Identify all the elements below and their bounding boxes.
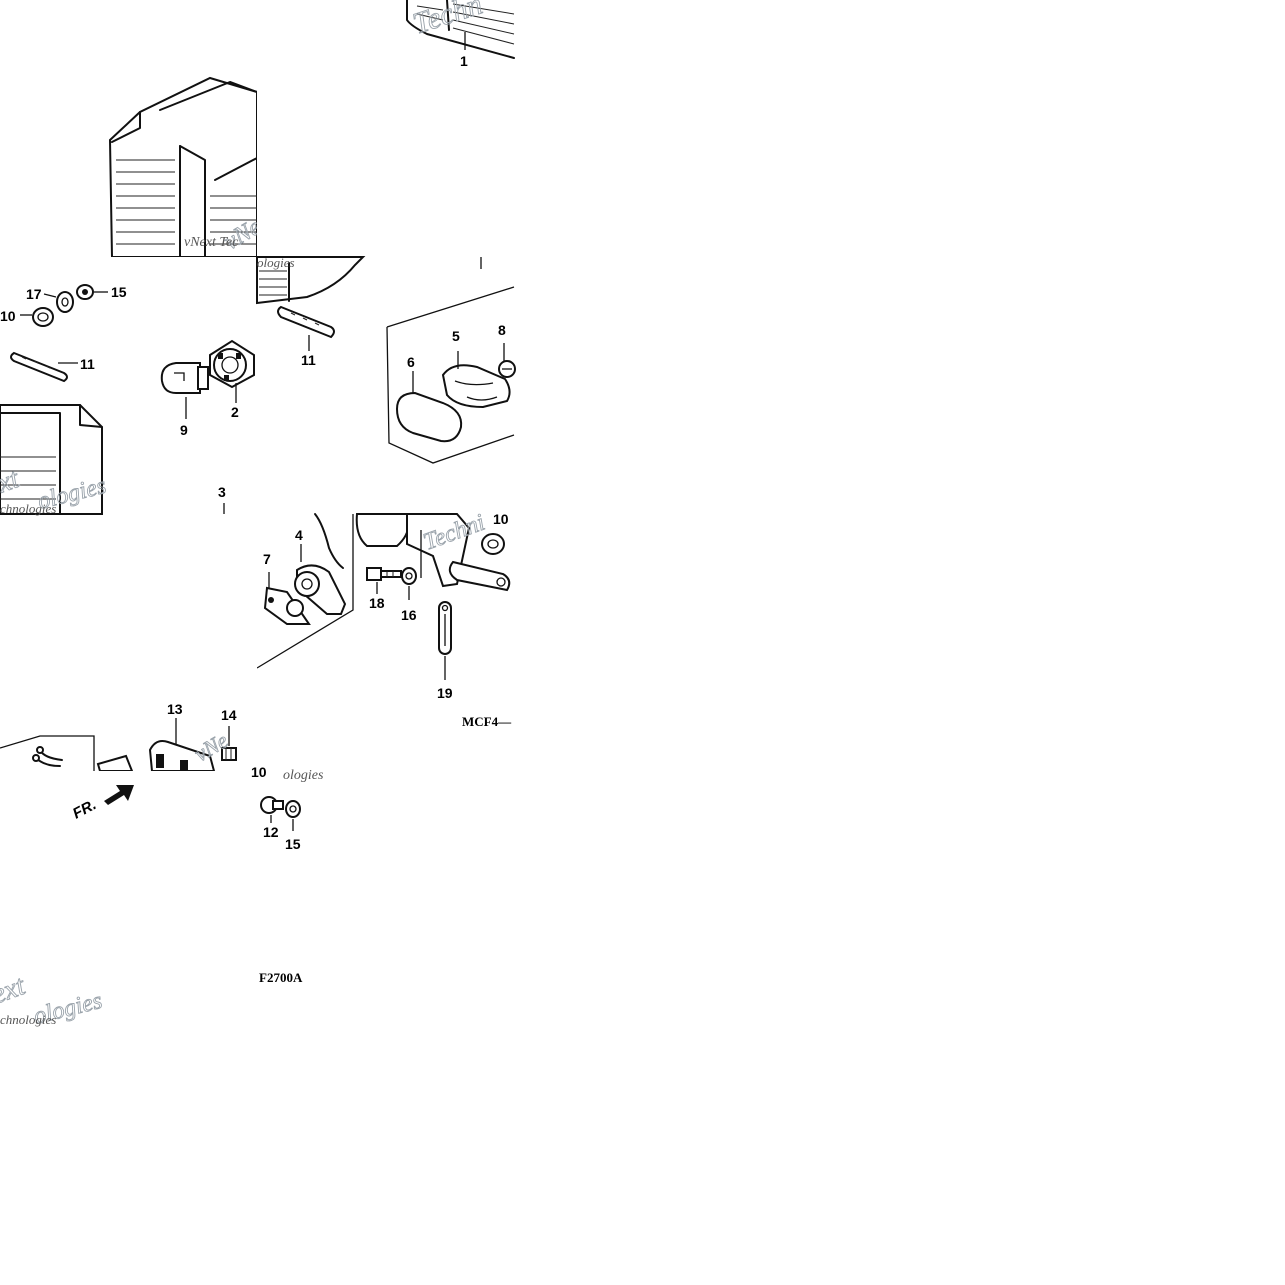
callout-13: 13 bbox=[167, 701, 183, 717]
tile-front-marker: FR. bbox=[0, 771, 257, 871]
callout-10: 10 bbox=[0, 308, 16, 324]
callout-11: 11 bbox=[301, 352, 316, 368]
figure-code: F2700A bbox=[259, 970, 303, 985]
tile-bracket-parts: 10 7 4 bbox=[256, 509, 514, 771]
grommet-10 bbox=[481, 533, 505, 555]
housing-fragment bbox=[256, 256, 366, 305]
callout-9: 9 bbox=[180, 422, 188, 438]
callout-15: 15 bbox=[285, 836, 301, 852]
tail-light-housing-top bbox=[406, 0, 515, 59]
callout-19: 19 bbox=[437, 685, 453, 701]
callout-11: 11 bbox=[80, 356, 95, 372]
callout-7: 7 bbox=[263, 551, 271, 567]
screw-8 bbox=[498, 360, 516, 378]
callout-10: 10 bbox=[251, 764, 267, 780]
tail-light-housing bbox=[108, 76, 257, 257]
watermark: ologies bbox=[257, 255, 295, 270]
wire-harness bbox=[32, 746, 63, 767]
nut-15 bbox=[76, 284, 94, 300]
watermark: Techn bbox=[409, 0, 486, 41]
tile-figure-code: F2700A bbox=[257, 960, 514, 1000]
callout-2: 2 bbox=[231, 404, 239, 420]
grommet-10 bbox=[32, 307, 54, 327]
tile-lower-left: 13 14 vNe bbox=[0, 600, 257, 772]
callout-8: 8 bbox=[498, 322, 506, 338]
callout-15: 15 bbox=[111, 284, 127, 300]
watermark: ext bbox=[0, 970, 30, 1011]
tile-watermark: ext ologies chnologies bbox=[0, 960, 257, 1030]
license-bracket bbox=[355, 513, 511, 592]
callout-6: 6 bbox=[407, 354, 415, 370]
callout-4: 4 bbox=[295, 527, 303, 543]
washer-16 bbox=[401, 567, 417, 585]
watermark: chnologies bbox=[0, 501, 56, 516]
socket-base-4 bbox=[294, 513, 347, 615]
screw-12 bbox=[260, 796, 284, 814]
tail-light-lens bbox=[0, 404, 103, 515]
callout-12: 12 bbox=[263, 824, 279, 840]
watermark: ologies bbox=[283, 768, 324, 783]
bulb-9 bbox=[160, 362, 209, 394]
washer-17 bbox=[56, 291, 74, 313]
license-lamp-13 bbox=[148, 740, 216, 772]
callout-17: 17 bbox=[26, 286, 42, 302]
strap-19 bbox=[438, 601, 452, 655]
cushion-11 bbox=[10, 351, 68, 383]
callout-10: 10 bbox=[493, 511, 509, 527]
tile-lens-parts: ologies 11 6 bbox=[256, 255, 516, 514]
tile-small-parts-left: 17 15 10 bbox=[0, 257, 257, 516]
watermark: vNext Tec bbox=[184, 235, 239, 250]
diagram-code: MCF4— bbox=[462, 714, 512, 729]
cushion-11 bbox=[277, 305, 335, 339]
nut-15 bbox=[285, 800, 301, 818]
callout-1: 1 bbox=[460, 53, 468, 69]
cover-5 bbox=[441, 364, 511, 409]
tile-fasteners: 10 ologies 12 15 bbox=[251, 764, 514, 861]
lens-6 bbox=[395, 391, 463, 443]
callout-14: 14 bbox=[221, 707, 237, 723]
plate-7 bbox=[263, 586, 311, 625]
callout-3: 3 bbox=[218, 484, 226, 500]
front-marker-label: FR. bbox=[70, 796, 99, 822]
callout-16: 16 bbox=[401, 607, 417, 623]
callout-5: 5 bbox=[452, 328, 460, 344]
callout-18: 18 bbox=[369, 595, 385, 611]
watermark: chnologies bbox=[0, 1012, 56, 1027]
tile-housing-left: vNe vNext Tec bbox=[0, 70, 257, 257]
bolt-18 bbox=[366, 567, 402, 581]
socket-2 bbox=[209, 339, 255, 389]
tile-rear-light-top: 1 Techn bbox=[257, 0, 515, 257]
nut-14 bbox=[221, 747, 237, 761]
front-arrow-icon bbox=[104, 785, 134, 805]
